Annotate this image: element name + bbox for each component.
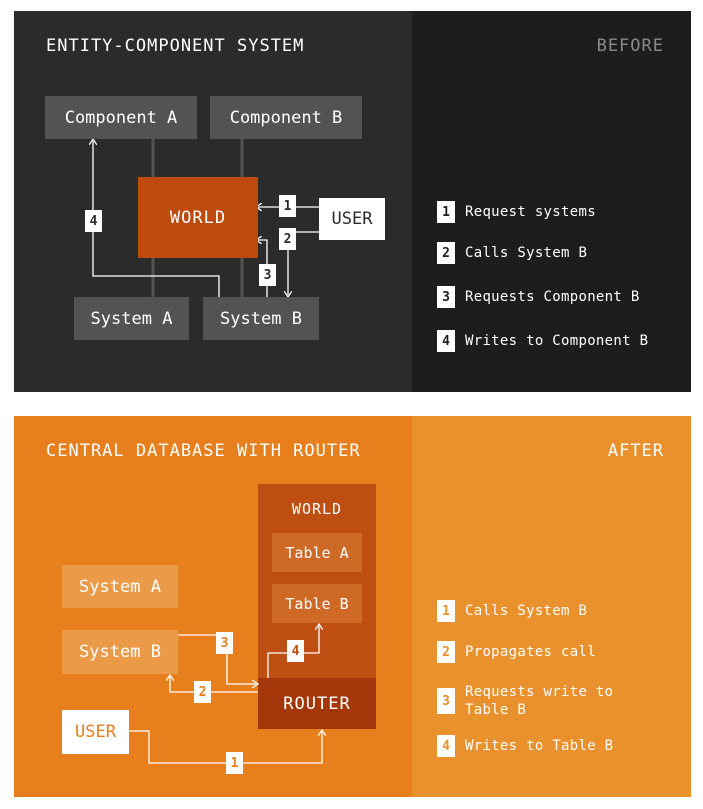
user-box-before: USER [319,198,385,240]
before-legend-4-num: 4 [437,330,455,352]
before-legend-4-text: Writes to Component B [465,333,649,349]
after-title: CENTRAL DATABASE WITH ROUTER [46,441,361,461]
system-a-box-after: System A [62,565,178,608]
system-b-box-after: System B [62,630,178,674]
badge-2-before: 2 [279,228,296,250]
before-tag: BEFORE [596,36,664,56]
world-label-after: WORLD [291,500,343,518]
before-legend-3: 3 Requests Component B [437,286,640,308]
after-legend-1-text: Calls System B [465,603,588,619]
arrow-1-after [129,731,322,764]
table-a-box: Table A [272,533,362,572]
after-legend-4: 4 Writes to Table B [437,735,613,757]
after-legend-4-text: Writes to Table B [465,738,614,754]
arrow-4-before [93,141,220,297]
after-legend-2-num: 2 [437,641,455,663]
badge-1-before: 1 [279,195,296,217]
system-a-box-before: System A [74,297,189,340]
badge-1-after: 1 [226,752,243,774]
arrow-3-after [178,634,256,684]
after-tag: AFTER [607,441,664,461]
badge-3-before: 3 [259,264,276,286]
after-legend-3-num: 3 [437,688,455,714]
arrow-2-after [170,677,258,693]
before-title: ENTITY-COMPONENT SYSTEM [46,36,305,56]
after-legend-3: 3 Requests write to Table B [437,683,613,719]
component-a-box: Component A [45,96,197,139]
after-legend-4-num: 4 [437,735,455,757]
before-legend-4: 4 Writes to Component B [437,330,648,352]
router-box: ROUTER [258,678,376,729]
before-legend-1-text: Request systems [465,204,596,220]
before-legend-panel [412,11,691,392]
badge-4-before: 4 [85,210,102,232]
before-legend-1-num: 1 [437,201,455,223]
before-legend-2-text: Calls System B [465,245,588,261]
after-legend-2-text: Propagates call [465,644,596,660]
before-legend-2: 2 Calls System B [437,242,587,264]
after-legend-1-num: 1 [437,600,455,622]
after-legend-3-text: Requests write to Table B [465,684,614,718]
before-legend-3-num: 3 [437,286,455,308]
badge-4-after: 4 [287,640,304,662]
before-legend-1: 1 Request systems [437,201,596,223]
after-legend-2: 2 Propagates call [437,641,596,663]
system-b-box-before: System B [203,297,319,340]
badge-3-after: 3 [216,632,233,654]
table-b-box: Table B [272,584,362,623]
before-legend-3-text: Requests Component B [465,289,640,305]
world-box-before: WORLD [138,177,258,258]
after-legend-panel [412,416,691,797]
after-legend-1: 1 Calls System B [437,600,587,622]
badge-2-after: 2 [194,681,211,703]
before-legend-2-num: 2 [437,242,455,264]
user-box-after: USER [62,710,129,754]
component-b-box: Component B [210,96,362,139]
